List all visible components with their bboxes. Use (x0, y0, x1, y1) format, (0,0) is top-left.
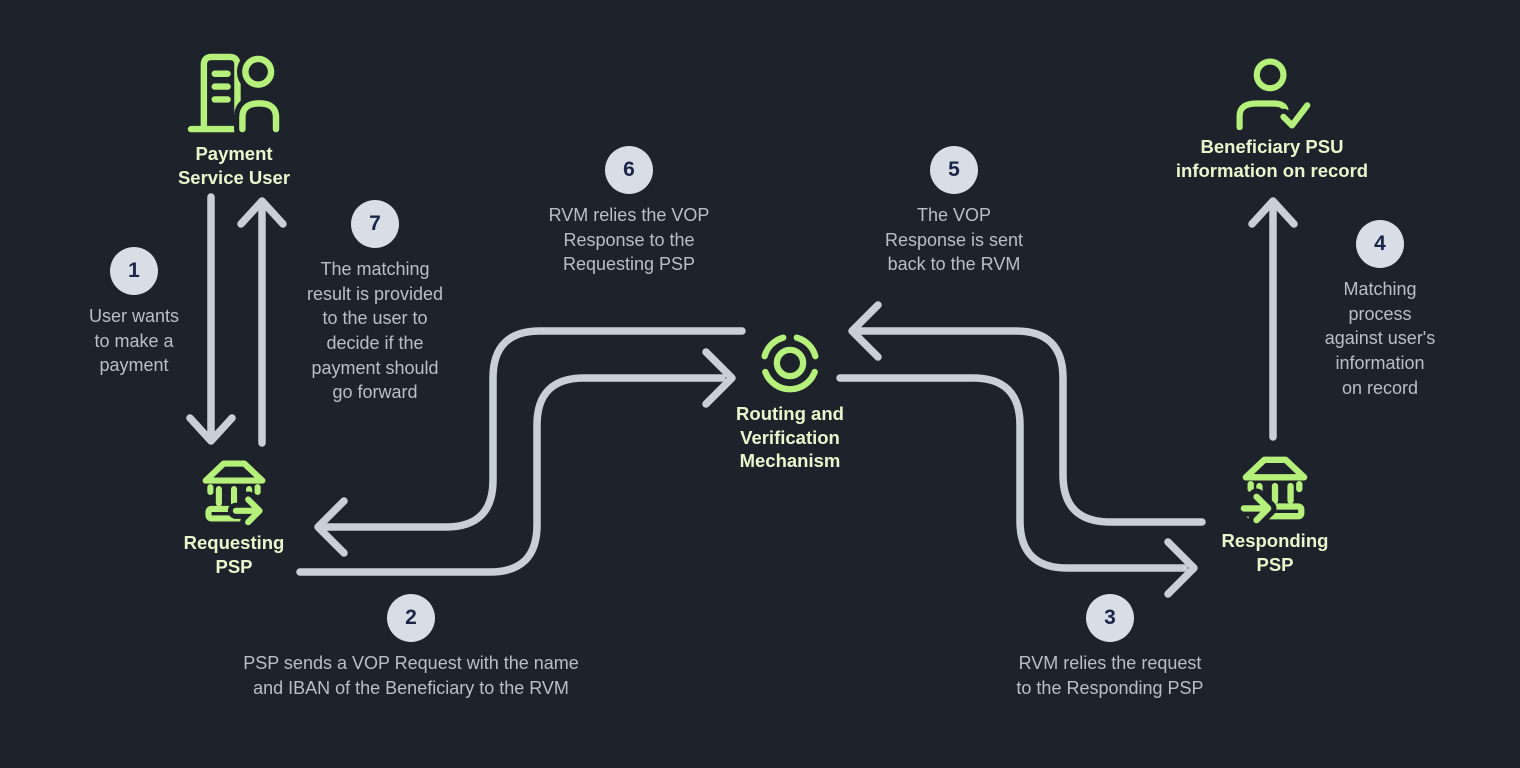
step-2-badge: 2 (387, 594, 435, 642)
step-4: 4 Matching process against user's inform… (1280, 220, 1480, 400)
node-label-rvm: Routing and Verification Mechanism (736, 403, 844, 472)
node-label-payment-service-user: Payment Service User (177, 143, 291, 188)
step-6-text: RVM relies the VOP Response to the Reque… (548, 205, 710, 275)
step-7: 7 The matching result is provided to the… (275, 200, 475, 405)
step-7-badge: 7 (351, 200, 399, 248)
node-rvm: Routing and Verification Mechanism (690, 329, 890, 473)
step-1: 1 User wants to make a payment (34, 247, 234, 378)
step-2-text: PSP sends a VOP Request with the name an… (243, 653, 579, 698)
step-4-badge: 4 (1356, 220, 1404, 268)
radar-scan-icon (761, 334, 819, 393)
step-3-badge: 3 (1086, 594, 1134, 642)
arrow-response-rvm-to-requesting-psp (314, 327, 746, 557)
arrow-up-responding-psp-to-beneficiary (1248, 197, 1298, 441)
step-1-badge: 1 (110, 247, 158, 295)
arrow-up-requesting-psp-to-user (237, 197, 287, 447)
step-5-badge: 5 (930, 146, 978, 194)
arrow-request-requesting-psp-to-rvm (296, 348, 736, 576)
node-requesting-psp: Requesting PSP (134, 456, 334, 578)
step-6: 6 RVM relies the VOP Response to the Req… (519, 146, 739, 277)
node-responding-psp: Responding PSP (1175, 452, 1375, 576)
person-check-icon (1236, 58, 1312, 130)
node-label-beneficiary-psu: Beneficiary PSU information on record (1175, 136, 1369, 181)
step-5: 5 The VOP Response is sent back to the R… (854, 146, 1054, 277)
bank-incoming-arrow-icon (1240, 456, 1308, 524)
step-2: 2 PSP sends a VOP Request with the name … (211, 594, 611, 700)
node-label-responding-psp: Responding PSP (1221, 530, 1329, 575)
step-3-text: RVM relies the request to the Responding… (1016, 653, 1204, 698)
arrow-request-rvm-to-responding-psp (836, 374, 1198, 598)
step-5-text: The VOP Response is sent back to the RVM (884, 205, 1024, 275)
step-7-text: The matching result is provided to the u… (306, 259, 444, 403)
bank-outgoing-arrow-icon (202, 460, 268, 526)
step-3: 3 RVM relies the request to the Respondi… (960, 594, 1260, 700)
arrow-response-responding-psp-to-rvm (848, 301, 1206, 526)
step-1-text: User wants to make a payment (88, 306, 180, 376)
node-label-requesting-psp: Requesting PSP (183, 532, 285, 577)
node-beneficiary-psu: Beneficiary PSU information on record (1152, 56, 1392, 182)
arrow-down-user-to-requesting-psp (186, 193, 236, 445)
node-payment-service-user: Payment Service User (114, 52, 354, 189)
step-6-badge: 6 (605, 146, 653, 194)
payment-service-user-icon (187, 52, 282, 137)
step-4-text: Matching process against user's informat… (1324, 279, 1436, 398)
